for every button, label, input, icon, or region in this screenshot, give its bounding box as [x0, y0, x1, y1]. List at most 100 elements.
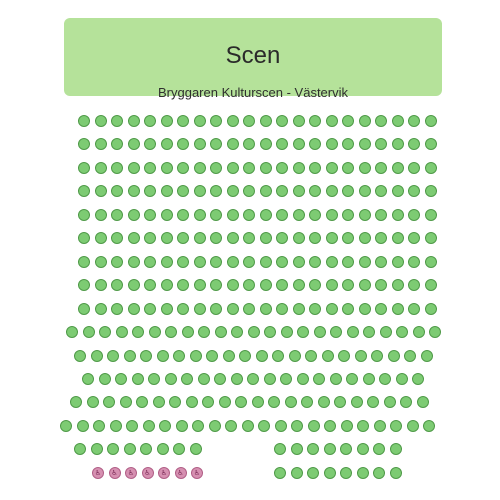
seat[interactable] — [177, 161, 189, 174]
seat[interactable] — [60, 419, 72, 432]
seat[interactable] — [243, 255, 255, 268]
seat[interactable] — [243, 138, 255, 151]
seat[interactable] — [334, 396, 346, 409]
seat[interactable] — [156, 443, 169, 456]
seat[interactable] — [373, 466, 385, 479]
seat[interactable] — [305, 349, 317, 362]
seat[interactable] — [301, 396, 313, 409]
seat[interactable] — [259, 279, 272, 292]
seat[interactable] — [78, 138, 90, 151]
seat[interactable] — [325, 161, 338, 174]
seat[interactable] — [325, 232, 338, 245]
seat[interactable] — [309, 115, 321, 127]
seat[interactable] — [226, 115, 239, 127]
seat[interactable] — [424, 279, 437, 292]
seat[interactable] — [193, 185, 206, 198]
seat[interactable] — [193, 138, 206, 151]
seat[interactable] — [142, 419, 155, 432]
seat[interactable] — [400, 396, 412, 409]
seat[interactable] — [140, 349, 152, 362]
seat[interactable] — [231, 326, 243, 339]
seat[interactable] — [226, 232, 239, 245]
seat[interactable] — [309, 232, 321, 245]
seat[interactable] — [94, 185, 107, 198]
seat[interactable] — [111, 208, 123, 221]
seat[interactable] — [373, 443, 385, 456]
seat[interactable] — [358, 208, 371, 221]
seat[interactable] — [208, 419, 221, 432]
seat[interactable] — [86, 396, 99, 409]
seat[interactable] — [107, 349, 119, 362]
seat[interactable] — [363, 326, 375, 339]
seat[interactable] — [276, 279, 288, 292]
seat[interactable] — [420, 349, 433, 362]
seat[interactable] — [259, 185, 272, 198]
seat[interactable] — [321, 349, 334, 362]
seat[interactable] — [160, 208, 173, 221]
seat[interactable] — [264, 326, 276, 339]
seat[interactable] — [90, 443, 103, 456]
seat[interactable] — [192, 419, 204, 432]
seat[interactable] — [202, 396, 214, 409]
seat[interactable] — [259, 255, 272, 268]
seat[interactable] — [292, 232, 305, 245]
seat[interactable] — [165, 326, 177, 339]
seat[interactable] — [358, 232, 371, 245]
seat[interactable] — [375, 208, 387, 221]
seat[interactable] — [325, 255, 338, 268]
seat[interactable] — [323, 443, 336, 456]
seat[interactable] — [144, 161, 156, 174]
seat[interactable] — [391, 208, 404, 221]
seat[interactable] — [115, 372, 127, 385]
seat[interactable] — [375, 185, 387, 198]
seat[interactable] — [177, 115, 189, 127]
seat[interactable] — [358, 138, 371, 151]
seat[interactable] — [94, 138, 107, 151]
wheelchair-seat[interactable]: ♿ — [141, 466, 154, 479]
seat[interactable] — [127, 138, 140, 151]
seat[interactable] — [214, 326, 227, 339]
seat[interactable] — [111, 255, 123, 268]
seat[interactable] — [111, 302, 123, 315]
seat[interactable] — [131, 372, 144, 385]
seat[interactable] — [292, 255, 305, 268]
seat[interactable] — [323, 466, 336, 479]
seat[interactable] — [78, 185, 90, 198]
seat[interactable] — [358, 279, 371, 292]
seat[interactable] — [175, 419, 188, 432]
seat[interactable] — [408, 255, 420, 268]
seat[interactable] — [325, 279, 338, 292]
seat[interactable] — [78, 232, 90, 245]
seat[interactable] — [367, 396, 379, 409]
seat[interactable] — [177, 255, 189, 268]
seat[interactable] — [416, 396, 429, 409]
seat[interactable] — [94, 232, 107, 245]
seat[interactable] — [103, 396, 115, 409]
seat[interactable] — [94, 161, 107, 174]
seat[interactable] — [222, 349, 235, 362]
seat[interactable] — [193, 115, 206, 127]
seat[interactable] — [78, 161, 90, 174]
seat[interactable] — [379, 326, 392, 339]
seat[interactable] — [243, 115, 255, 127]
seat[interactable] — [144, 279, 156, 292]
seat[interactable] — [292, 185, 305, 198]
seat[interactable] — [243, 208, 255, 221]
seat[interactable] — [325, 302, 338, 315]
wheelchair-seat[interactable]: ♿ — [108, 466, 121, 479]
seat[interactable] — [342, 232, 354, 245]
seat[interactable] — [391, 232, 404, 245]
seat[interactable] — [226, 138, 239, 151]
seat[interactable] — [309, 279, 321, 292]
seat[interactable] — [309, 302, 321, 315]
seat[interactable] — [276, 115, 288, 127]
seat[interactable] — [391, 279, 404, 292]
seat[interactable] — [160, 302, 173, 315]
seat[interactable] — [173, 443, 185, 456]
seat[interactable] — [342, 161, 354, 174]
seat[interactable] — [424, 208, 437, 221]
seat[interactable] — [127, 279, 140, 292]
seat[interactable] — [226, 302, 239, 315]
seat[interactable] — [358, 302, 371, 315]
seat[interactable] — [127, 161, 140, 174]
